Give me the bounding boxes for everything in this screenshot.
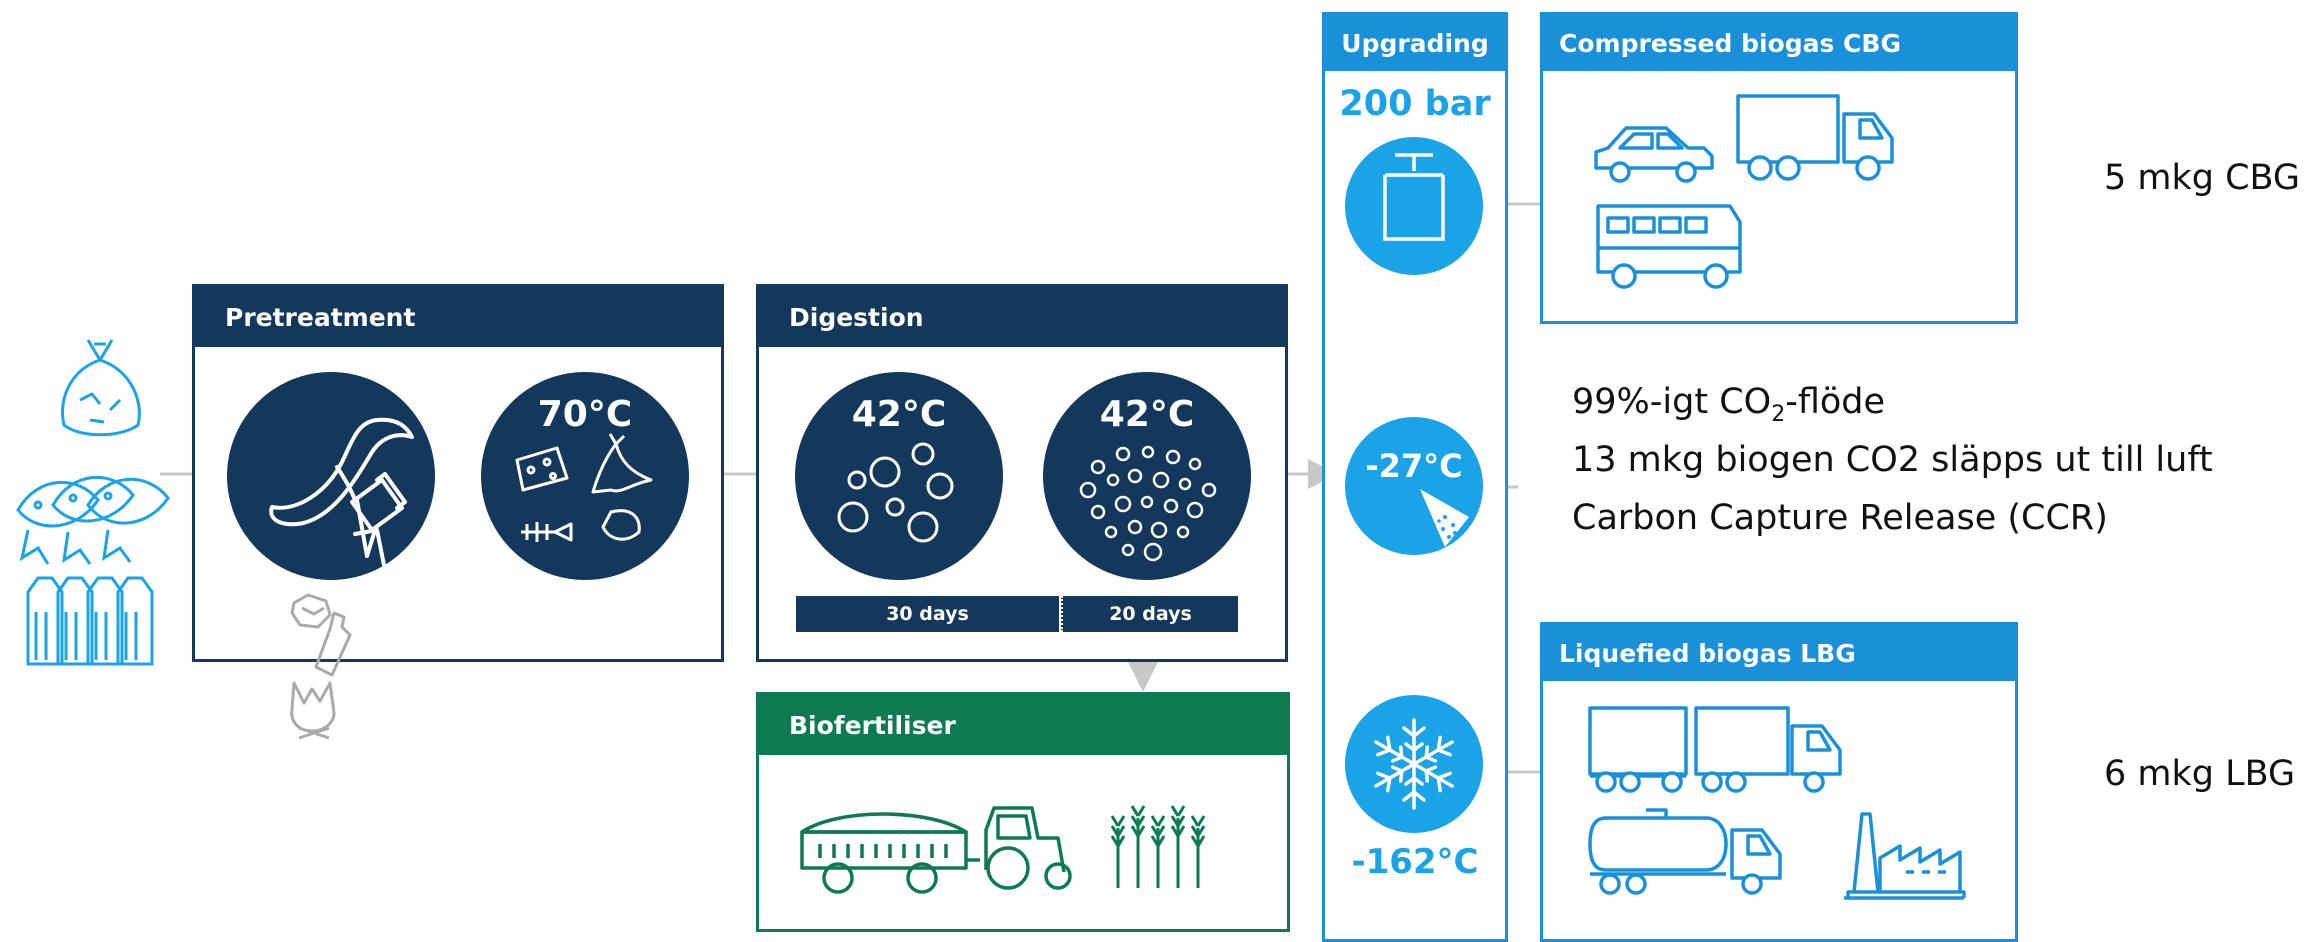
digestion-days-30: 30 days — [796, 596, 1059, 632]
ccr-text: Carbon Capture Release (CCR) — [1572, 498, 2108, 538]
compressor-icon — [1383, 153, 1445, 241]
co2-flow-sub: 2 — [1771, 402, 1786, 427]
co2-circle: -27°C — [1345, 417, 1483, 555]
wheat-icon — [1110, 805, 1206, 888]
fish-icon — [16, 475, 170, 565]
bus-icon — [1596, 204, 1742, 289]
cbg-note: 5 mkg CBG — [2104, 158, 2301, 198]
tractor-icon — [800, 806, 1072, 894]
milk-cartons-icon — [26, 576, 154, 666]
digestion-days-20: 20 days — [1061, 596, 1238, 632]
lbg-note: 6 mkg LBG — [2104, 754, 2296, 794]
tanker-truck-icon — [1588, 808, 1782, 895]
co2-release-icon — [1420, 489, 1469, 547]
reject-icons — [290, 593, 352, 740]
co2-release-text: 13 mkg biogen CO2 släpps ut till luft — [1572, 440, 2213, 480]
biofertiliser-title: Biofertiliser — [759, 695, 1287, 755]
compressor-circle — [1345, 137, 1483, 275]
co2-flow-post: -flöde — [1785, 382, 1886, 422]
lbg-title: Liquefied biogas LBG — [1543, 625, 2015, 681]
snowflake-icon — [1374, 718, 1454, 810]
liquefier-circle — [1345, 695, 1483, 833]
digestion-temp1: 42°C — [851, 394, 947, 435]
upgrading-pressure: 200 bar — [1339, 84, 1491, 124]
heating-circle: 70°C — [481, 372, 689, 580]
bubbles-icon — [837, 442, 954, 543]
truck-icon — [1736, 94, 1894, 181]
digestion-temp2: 42°C — [1099, 394, 1195, 435]
fire-icon — [290, 681, 336, 740]
pretreatment-title: Pretreatment — [195, 287, 721, 347]
digester1-circle: 42°C — [795, 372, 1003, 580]
digester2-circle: 42°C — [1043, 372, 1251, 580]
bottle-icon — [314, 611, 352, 677]
biofertiliser-panel: Biofertiliser — [756, 692, 1290, 932]
crumpled-paper-icon — [290, 593, 332, 629]
waste-bag-icon — [61, 339, 141, 437]
co2-flow-pre: 99%-igt CO — [1572, 382, 1772, 422]
shredder-circle — [227, 372, 435, 582]
car-icon — [1594, 126, 1714, 183]
food-waste-icon — [515, 433, 653, 542]
digestion-title: Digestion — [759, 287, 1285, 347]
pretreatment-temp: 70°C — [537, 394, 633, 435]
co2-flow-text: 99%-igt CO2-flöde — [1572, 382, 1885, 427]
co2-temp: -27°C — [1365, 447, 1463, 485]
lbg-temp: -162°C — [1351, 842, 1479, 882]
shredder-icon — [269, 417, 414, 582]
cbg-title: Compressed biogas CBG — [1543, 15, 2015, 71]
factory-icon — [1844, 812, 1966, 900]
dense-bubbles-icon — [1079, 445, 1217, 562]
trailer-truck-icon — [1588, 706, 1842, 793]
upgrading-title: Upgrading — [1325, 15, 1505, 71]
